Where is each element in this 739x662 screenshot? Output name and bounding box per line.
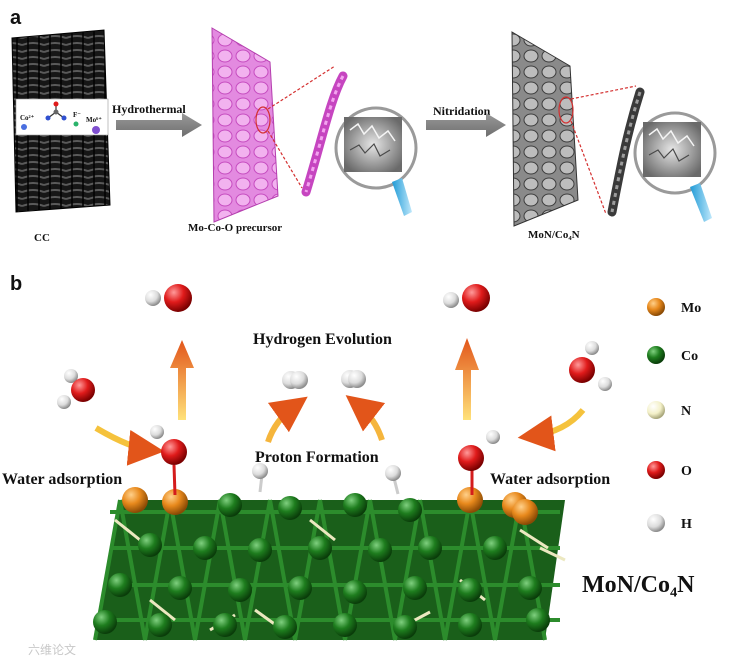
legend-label: N [681,404,691,419]
co-atom [213,613,237,637]
precursor-sem-magnifier [334,106,418,216]
water-molecule-incoming-right [569,341,612,391]
nitridation-arrow [426,113,506,137]
h2-molecule-right [341,370,366,388]
legend-swatch-h [647,514,665,532]
adsorbed-oh-left [150,425,187,496]
oh-product-left [145,284,192,312]
ion-co-text: Co²⁺ [20,114,35,122]
ion-f-text: F⁻ [73,111,81,119]
product-label: MoN/Co₄N [528,229,580,241]
co-atom [403,576,427,600]
co-atom [526,608,550,632]
urea-molecule-icon [45,101,67,121]
inset-title-text: urea [50,91,64,99]
h2-molecule-left [282,371,308,389]
co-atom [518,576,542,600]
legend-swatch-o [647,461,665,479]
oh-product-right [443,284,490,312]
co-atom [333,613,357,637]
water-adsorption-right-label: Water adsorption [490,471,610,488]
co-atom [418,536,442,560]
co-atom [193,536,217,560]
legend-item-co: Co [647,346,698,364]
legend-label: O [681,464,692,479]
hydrogen-evolution-label: Hydrogen Evolution [253,331,392,348]
co-atom [288,576,312,600]
co-atom [308,536,332,560]
crystal-slab [93,487,566,641]
co-atom [393,615,417,639]
co-atom [228,578,252,602]
nitridation-label: Nitridation [433,104,491,118]
co-atom [458,613,482,637]
co-atom [273,615,297,639]
co-atom [108,573,132,597]
panel-a-letter: a [10,7,22,29]
precursor-inset: urea Co²⁺ F⁻ Mo⁶⁺ [15,91,109,136]
legend-label: Mo [681,301,701,316]
co-atom [343,580,367,604]
legend-swatch-co [647,346,665,364]
product-sem-magnifier [633,111,717,222]
legend-label: Co [681,349,698,364]
panel-b-letter: b [10,273,22,295]
precursor-label: Mo-Co-O precursor [188,222,282,234]
co-atom [368,538,392,562]
proton-formation-label: Proton Formation [255,449,379,466]
legend-item-o: O [647,461,692,479]
h2-release-arrow-right [345,395,386,441]
water-approach-arrow-left [94,425,165,466]
water-molecule-incoming-left [57,369,95,409]
legend-swatch-mo [647,298,665,316]
water-approach-arrow-right [517,408,586,452]
hydrothermal-label: Hydrothermal [112,102,186,116]
co-atom [458,578,482,602]
ion-mo-text: Mo⁶⁺ [86,116,102,124]
co-atom [343,493,367,517]
material-label: MoN/Co₄N [582,572,695,598]
mo-atom [512,499,538,525]
mo-atom [457,487,483,513]
legend-item-n: N [647,401,691,419]
co-atom [138,533,162,557]
co-atom [168,576,192,600]
co-atom [398,498,422,522]
watermark-text: 六维论文 [28,642,76,657]
co-atom [93,610,117,634]
legend-swatch-n [647,401,665,419]
co-atom [218,493,242,517]
co-atom [248,538,272,562]
adsorbed-oh-right [458,430,500,495]
h2-release-arrow-left [265,396,308,443]
legend-item-mo: Mo [647,298,701,316]
mo-atom [162,489,188,515]
mo-atom [122,487,148,513]
product-cloth-image [511,31,645,227]
hydrothermal-arrow [116,113,202,137]
co-atom [278,496,302,520]
co-atom [148,613,172,637]
water-adsorption-left-label: Water adsorption [2,471,122,488]
co-atom [483,536,507,560]
oh-desorption-arrow-left [170,340,194,420]
cc-label: CC [34,232,50,244]
oh-desorption-arrow-right [455,338,479,420]
legend-label: H [681,517,692,532]
surface-h-right [385,465,401,495]
precursor-cloth-image [211,27,348,223]
surface-h-left [252,463,268,493]
legend-item-h: H [647,514,692,532]
